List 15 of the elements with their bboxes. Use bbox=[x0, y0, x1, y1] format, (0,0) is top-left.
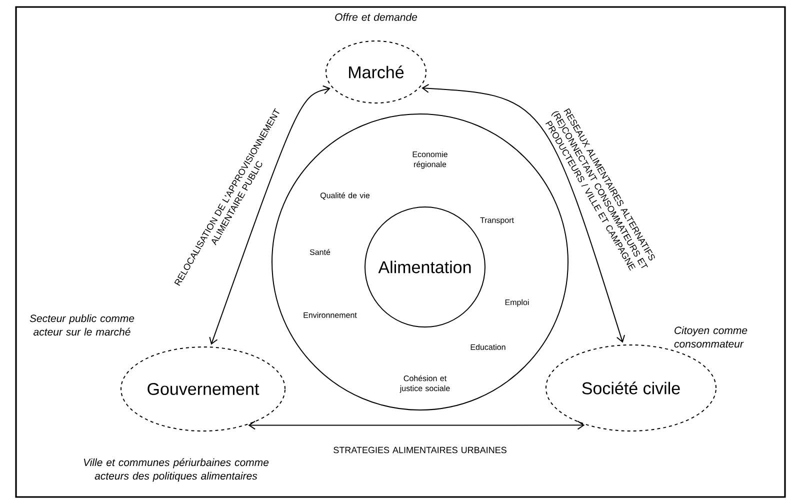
edge-label: STRATEGIES ALIMENTAIRES URBAINES bbox=[334, 446, 506, 454]
factor-label: Emploi bbox=[505, 299, 529, 307]
factor-label: Santé bbox=[310, 249, 330, 255]
factor-label: Qualité de vie bbox=[320, 192, 370, 200]
italic-caption: Secteur public comme acteur sur le marché bbox=[30, 314, 134, 336]
italic-caption: Offre et demande bbox=[335, 13, 418, 21]
factor-label: Environnement bbox=[304, 312, 357, 318]
factor-label: Cohésion et justice sociale bbox=[400, 375, 450, 393]
factor-label: Transport bbox=[480, 217, 514, 225]
factor-label: Economie régionale bbox=[412, 151, 448, 169]
arrow bbox=[422, 84, 626, 343]
factor-label: Education bbox=[470, 344, 506, 350]
italic-caption: Ville et communes périurbaines comme acteurs des politiques alimentaires bbox=[84, 458, 269, 482]
arrow bbox=[209, 85, 330, 345]
arrow bbox=[248, 420, 585, 430]
